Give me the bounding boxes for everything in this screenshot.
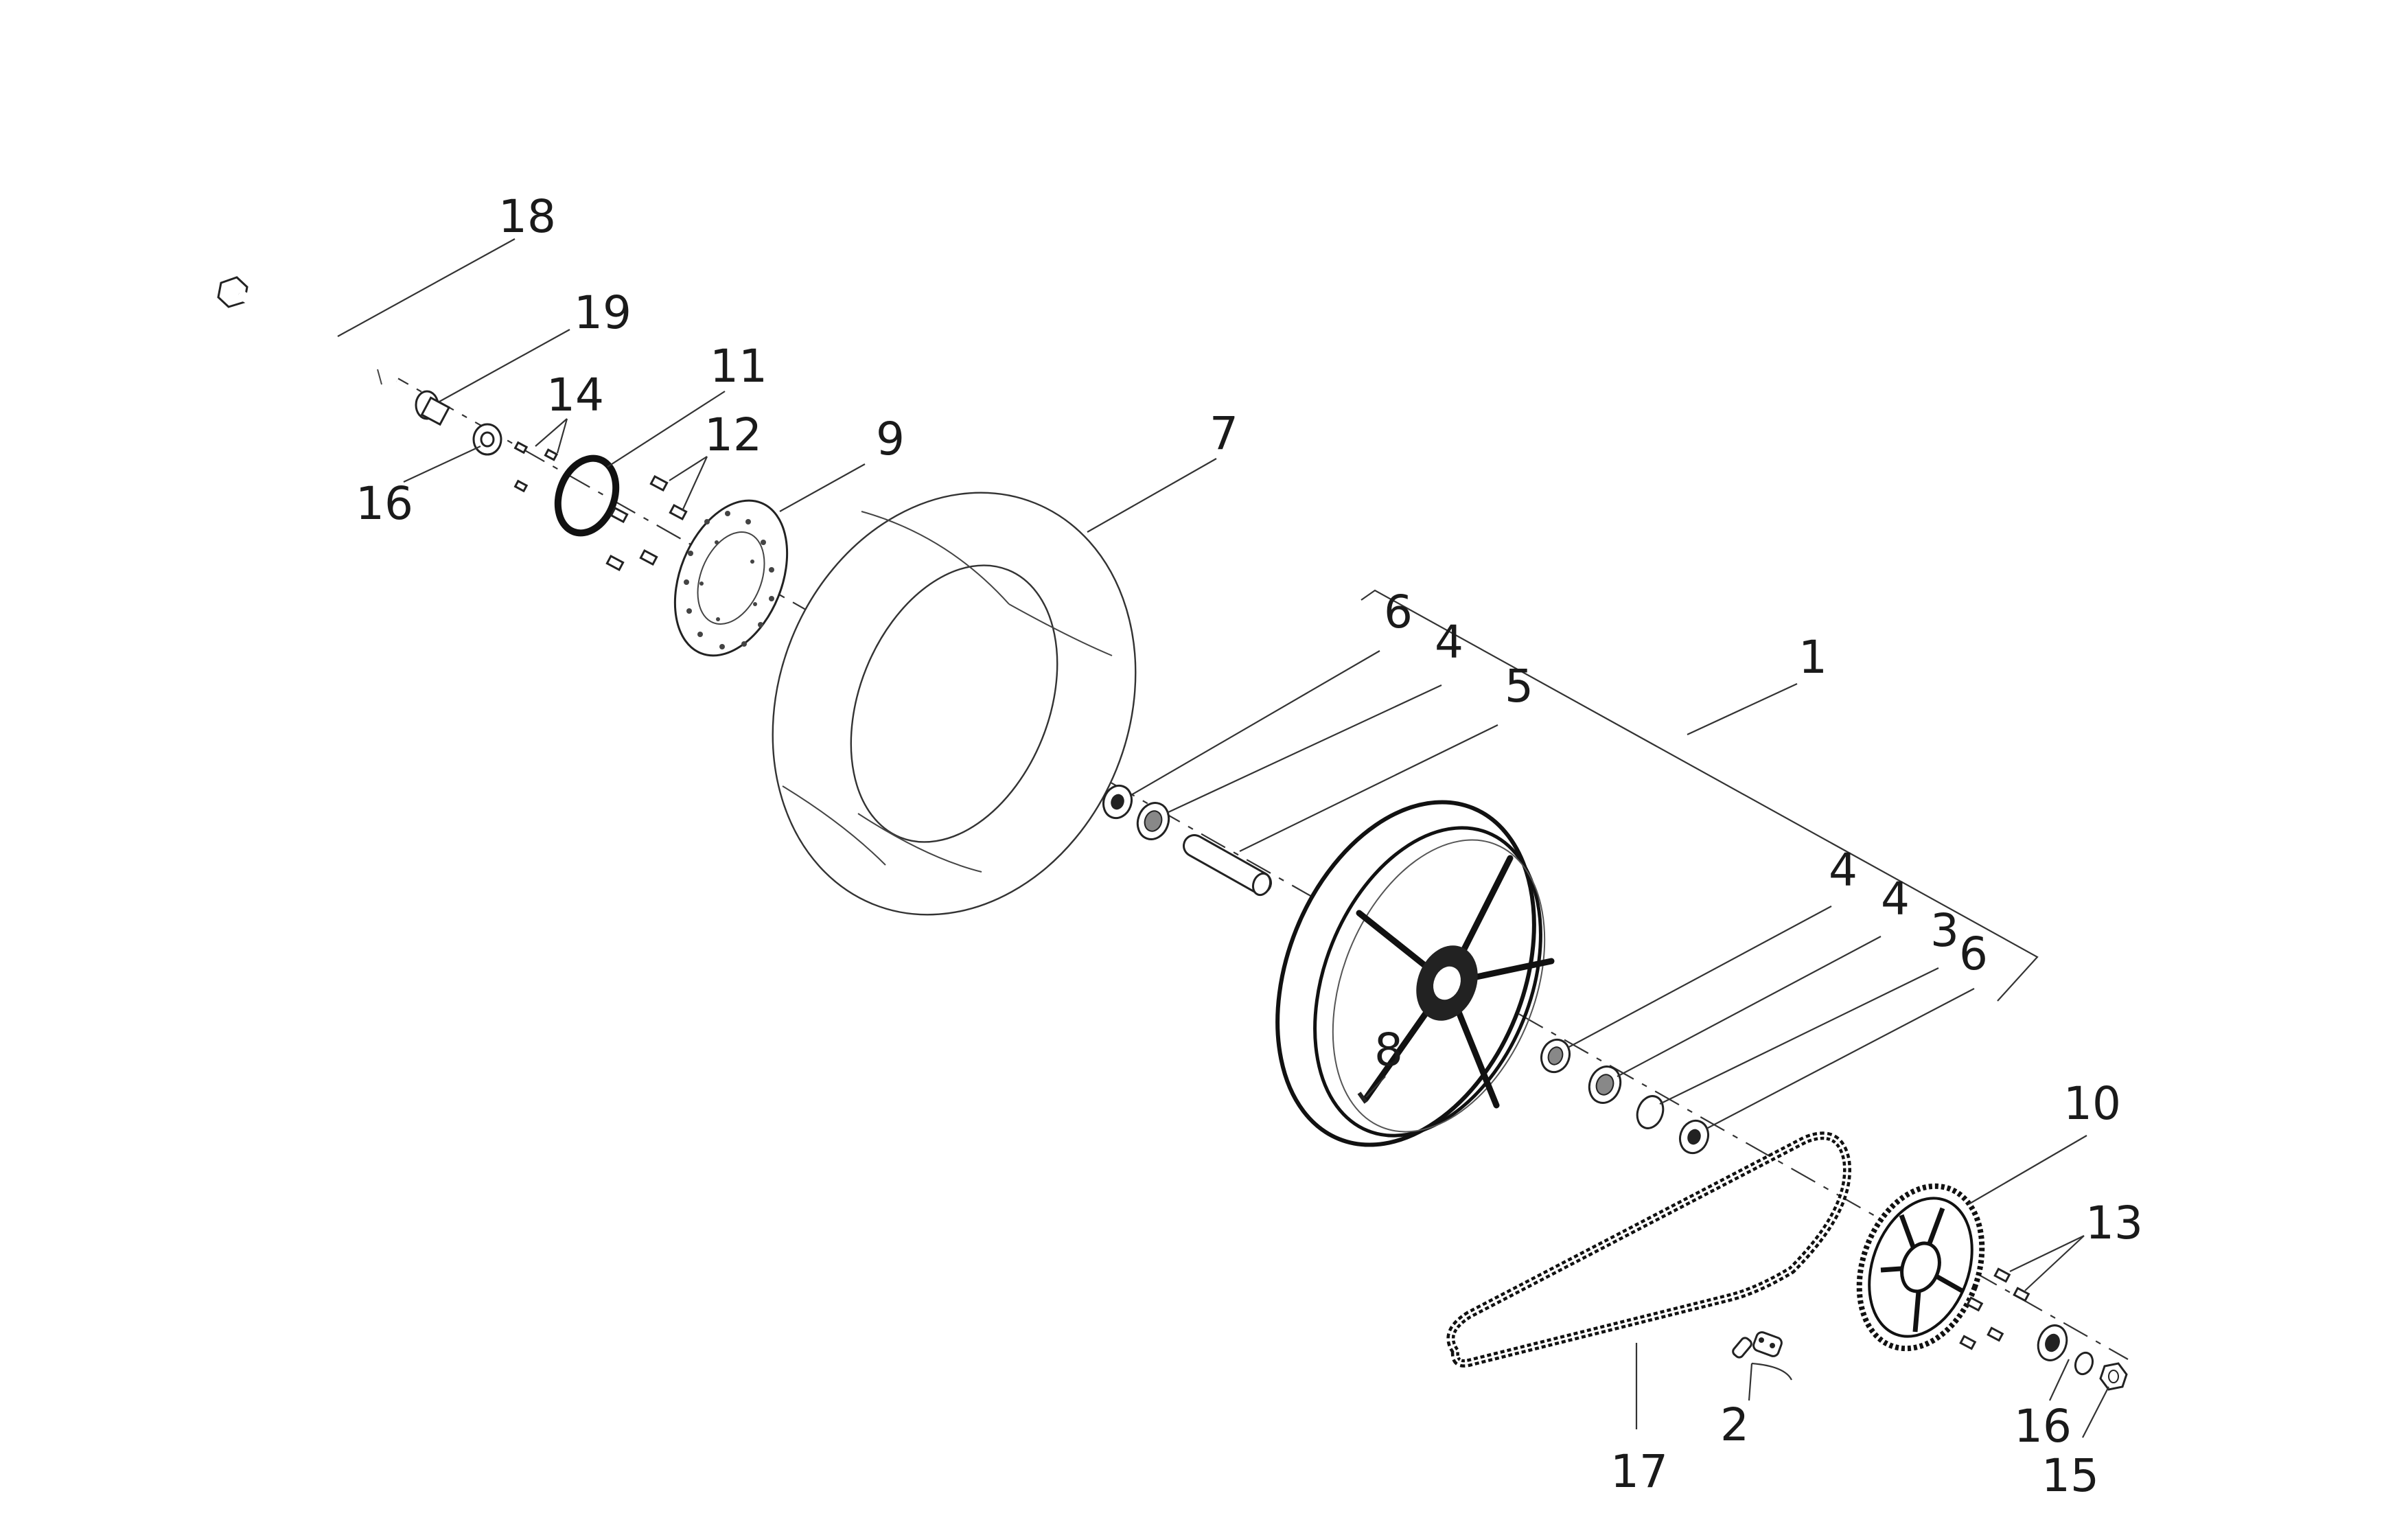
rim-icon [1275,800,1555,1147]
axle-bolt-icon [217,276,400,386]
chain-link-icon [1732,1331,1783,1359]
bearing-icon [1540,1038,1710,1155]
callout-8: 8 [1374,1024,1403,1076]
callout-14: 14 [546,369,604,422]
nut-icon [2099,1362,2128,1391]
wheel-nut-icon [472,423,502,456]
callout-7: 7 [1209,407,1238,460]
valve-icon [1357,1092,1368,1104]
callout-18: 18 [498,190,556,243]
callout-4-right-a: 4 [1829,844,1857,897]
callout-16-right: 16 [2014,1400,2072,1453]
spacer-tube-icon [1183,834,1272,897]
screw-icon [513,441,559,493]
callout-6-top: 6 [1384,586,1413,638]
axis-line [384,370,2129,1360]
callout-13: 13 [2085,1197,2143,1249]
bearing-icon [1102,784,1170,840]
callout-5: 5 [1505,660,1533,713]
bolt-icon [605,474,688,572]
callout-17: 17 [1610,1445,1668,1498]
callout-12: 12 [704,408,762,461]
bolt-icon [1959,1267,2030,1350]
drive-chain-icon [1446,1131,1851,1368]
callout-4-top: 4 [1435,616,1463,669]
callout-4-right-b: 4 [1881,873,1910,925]
leader-lines [337,238,2109,1438]
callout-9: 9 [876,413,905,465]
disc-carrier-ring-icon [554,454,620,537]
sprocket-icon [1856,1183,1985,1352]
callout-6-right: 6 [1959,927,1988,980]
washer-icon [2037,1324,2094,1376]
callout-2: 2 [1720,1398,1749,1451]
callout-labels: 18 19 14 11 12 9 16 7 6 4 5 1 8 4 4 3 6 … [356,190,2143,1502]
callout-3: 3 [1930,904,1959,957]
brake-disc-icon [673,499,789,657]
callout-16-left: 16 [356,477,413,530]
callout-11: 11 [710,340,767,393]
callout-19: 19 [574,286,632,339]
callout-1: 1 [1798,631,1827,684]
callout-15: 15 [2041,1449,2099,1502]
assembly-bracket [1361,589,2039,1002]
tyre-icon [772,492,1137,916]
axle-spacer-icon [415,390,451,426]
callout-10: 10 [2063,1077,2121,1130]
